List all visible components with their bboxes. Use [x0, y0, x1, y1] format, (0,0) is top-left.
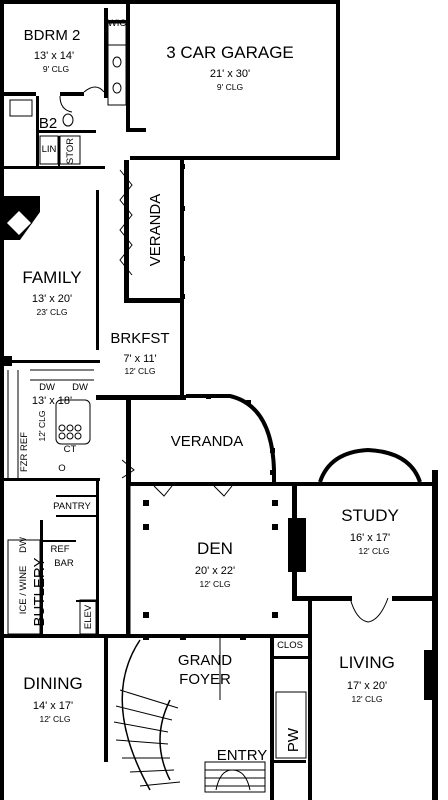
bdrm2-dim: 13' x 14': [34, 50, 74, 62]
pw-label: PW: [285, 727, 302, 752]
grand-foyer-label: GRAND FOYER: [178, 652, 232, 688]
dining-label: DINING 14' x 17' 12' CLG: [23, 674, 83, 724]
garage-name: 3 CAR GARAGE: [166, 43, 294, 62]
oven-label: O: [58, 463, 65, 474]
bdrm2-label: BDRM 2 13' x 14' 9' CLG: [24, 27, 81, 74]
veranda-north-label: VERANDA: [147, 194, 164, 267]
living-clg: 12' CLG: [352, 694, 383, 704]
dining-dim: 14' x 17': [33, 700, 73, 712]
fzr-ref-label: FZR REF: [19, 432, 30, 472]
entry-label: ENTRY: [217, 747, 268, 764]
partition-lines: [7, 22, 307, 793]
den-dim: 20' x 22': [195, 565, 235, 577]
bdrm2-name: BDRM 2: [24, 27, 81, 44]
dining-name: DINING: [23, 674, 83, 693]
living-name: LIVING: [339, 653, 395, 672]
wic-label: WIC: [108, 18, 127, 29]
study-name: STUDY: [341, 506, 399, 525]
brkfst-label: BRKFST 7' x 11' 12' CLG: [110, 330, 169, 376]
grand-foyer-line2: FOYER: [179, 671, 231, 688]
bar-label: BAR: [54, 558, 74, 569]
family-dim: 13' x 20': [32, 293, 72, 305]
family-label: FAMILY 13' x 20' 23' CLG: [22, 268, 81, 317]
curved-walls: [113, 394, 422, 791]
kitchen-dim: 13' x 18': [32, 395, 72, 407]
brkfst-name: BRKFST: [110, 330, 169, 347]
b2-label: B2: [39, 115, 57, 132]
family-clg: 23' CLG: [37, 307, 68, 317]
veranda-south-label: VERANDA: [171, 433, 244, 450]
dw2-label: DW: [72, 382, 88, 393]
living-label: LIVING 17' x 20' 12' CLG: [339, 653, 395, 704]
den-name: DEN: [197, 539, 233, 558]
den-label: DEN 20' x 22' 12' CLG: [195, 539, 235, 589]
dw1-label: DW: [39, 382, 55, 393]
ref-label: REF: [51, 544, 70, 555]
ice-wine-label: ICE / WINE: [18, 566, 29, 615]
stor-label: STOR: [65, 138, 76, 164]
clos-label: CLOS: [277, 640, 303, 651]
dw-butlery-label: DW: [18, 537, 29, 553]
ct-label: CT: [64, 444, 77, 455]
lin-label: LIN: [42, 144, 57, 155]
family-name: FAMILY: [22, 268, 81, 287]
brkfst-dim: 7' x 11': [123, 353, 156, 365]
doors: [59, 86, 389, 791]
garage-clg: 9' CLG: [217, 82, 243, 92]
bdrm2-clg: 9' CLG: [43, 64, 69, 74]
kitchen-clg: 12' CLG: [37, 411, 47, 442]
garage-label: 3 CAR GARAGE 21' x 30' 9' CLG: [166, 43, 294, 92]
columns: [143, 164, 278, 640]
elev-label: ELEV: [83, 604, 94, 629]
walls: [0, 0, 438, 800]
cooktop: [58, 424, 82, 440]
den-clg: 12' CLG: [200, 579, 231, 589]
study-clg: 12' CLG: [359, 546, 390, 556]
butlery-label: BUTLERY: [31, 558, 48, 627]
brkfst-clg: 12' CLG: [125, 366, 156, 376]
dining-clg: 12' CLG: [40, 714, 71, 724]
garage-dim: 21' x 30': [210, 68, 250, 80]
living-dim: 17' x 20': [347, 680, 387, 692]
pantry-label: PANTRY: [53, 501, 91, 512]
study-dim: 16' x 17': [350, 532, 390, 544]
study-label: STUDY 16' x 17' 12' CLG: [341, 506, 399, 556]
grand-foyer-line1: GRAND: [178, 652, 232, 669]
bath-fixtures: [9, 56, 435, 680]
